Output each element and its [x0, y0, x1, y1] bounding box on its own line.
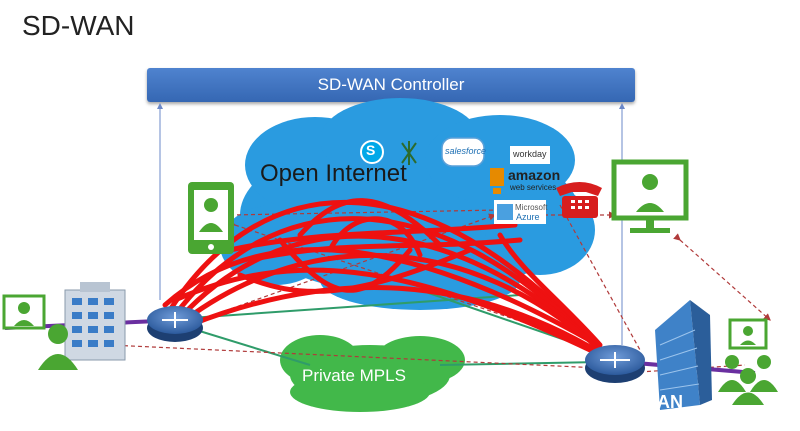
amazon-sub-text: web services: [510, 183, 557, 192]
page-title: SD-WAN: [22, 10, 135, 41]
mobile-user-icon: [188, 182, 234, 254]
workday-logo-icon: [510, 146, 550, 164]
left-building-icon: [64, 282, 126, 361]
azure-logo-icon: [494, 200, 546, 224]
left-user-icon: [2, 294, 78, 370]
open-internet-label: Open Internet: [260, 160, 407, 187]
microsoft-text: Microsoft: [515, 203, 548, 212]
skype-letter: S: [366, 142, 376, 158]
skype-logo-icon: [360, 140, 384, 164]
amazon-logo-icon: [490, 168, 504, 194]
right-building-icon: [655, 300, 712, 410]
salesforce-text: salesforce: [445, 146, 487, 156]
partial-label: AN: [657, 392, 683, 412]
left-router-icon[interactable]: [147, 306, 203, 342]
group-users-icon: [718, 318, 778, 405]
internet-tunnels: [162, 198, 618, 365]
right-router-icon[interactable]: [585, 345, 645, 383]
amazon-text: amazon: [508, 167, 561, 183]
salesforce-logo-icon: [441, 137, 485, 167]
phone-icon: [556, 182, 602, 218]
sd-wan-controller-bar[interactable]: SD-WAN Controller: [147, 68, 635, 102]
azure-text: Azure: [516, 212, 540, 222]
desktop-user-icon: [611, 159, 689, 233]
private-mpls-label: Private MPLS: [302, 366, 406, 385]
snowflake-logo-icon: [401, 141, 417, 165]
controller-links: [157, 103, 625, 345]
workday-text: workday: [513, 149, 547, 159]
